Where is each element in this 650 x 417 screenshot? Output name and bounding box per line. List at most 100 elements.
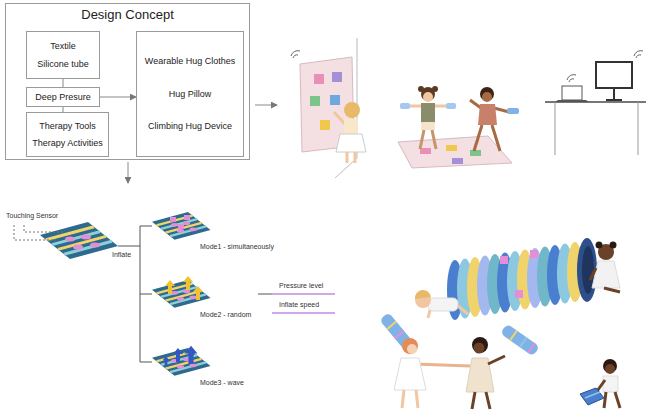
box-text: Hug Pillow [169, 89, 212, 99]
room-scene [421, 122, 435, 130]
box-text: Wearable Hug Clothes [145, 56, 235, 66]
room-scene [418, 86, 424, 92]
annotation-label: Mode1 - simultaneously [200, 243, 274, 251]
room-scene [446, 103, 456, 109]
pillow-scene [379, 312, 416, 353]
mode-mats [185, 346, 198, 364]
mode-mats [165, 280, 175, 294]
pillow-scene [407, 344, 417, 354]
pillow-scene [615, 392, 620, 408]
room-scene [480, 87, 494, 101]
tunnel-scene [596, 242, 603, 249]
tunnel-scene [604, 288, 620, 292]
pillow-scene [603, 376, 618, 392]
pillow-scene [486, 392, 490, 409]
connector [100, 97, 136, 98]
room-scene [432, 130, 436, 149]
room-scene [562, 86, 582, 100]
room-scene [482, 92, 492, 102]
room-scene [314, 74, 324, 84]
pillow-scene [604, 392, 606, 408]
tunnel-scene [415, 290, 431, 299]
annotation-label: Mode2 - random [200, 311, 251, 319]
annotation-label: Touching Sensor [6, 212, 58, 220]
pillow-scene [402, 338, 418, 354]
pillow-scene [528, 343, 535, 353]
mode-mats [152, 212, 335, 376]
group-box: Design ConceptTextileSilicone tubeDeep P… [5, 3, 250, 160]
room-scene [494, 108, 509, 112]
room-scene [567, 75, 576, 82]
room-scene [332, 72, 342, 82]
box-text: Therapy Activities [32, 138, 103, 148]
mode-mats [152, 348, 211, 376]
room-scene [470, 100, 481, 108]
pillow-scene [500, 324, 540, 357]
process-box: Deep Presure [26, 87, 100, 107]
room-scene [606, 99, 622, 101]
sensor-mat [118, 246, 140, 247]
room-scene [354, 152, 357, 163]
pillow-scene [585, 392, 600, 398]
pillow-scene [488, 356, 505, 364]
tunnel-scene [590, 268, 596, 280]
tunnel-scene [592, 261, 620, 288]
mode-mats [183, 276, 193, 290]
process-box: Therapy ToolsTherapy Activities [26, 112, 109, 157]
tunnel-scene [415, 238, 620, 320]
room-scene [507, 108, 519, 114]
mode-mats [178, 224, 184, 229]
mode-mats [152, 212, 211, 240]
mode-mats [193, 286, 203, 300]
pillow-scene [605, 364, 615, 374]
pillow-scene [603, 359, 617, 373]
mode-mats [170, 217, 176, 222]
tunnel-scene [458, 306, 468, 314]
annotation-label: Mode3 - wave [200, 379, 244, 387]
box-text: Therapy Tools [39, 121, 95, 131]
mode-mats [173, 348, 183, 362]
pillow-scene [395, 331, 404, 339]
pillow-scene [379, 312, 620, 409]
pillow-scene [580, 388, 604, 405]
room-scene [555, 102, 556, 155]
room-scene [310, 96, 320, 106]
tunnel-scene [610, 242, 617, 249]
mode-mats [184, 215, 190, 220]
pillow-scene [402, 390, 404, 408]
room-scene [478, 104, 497, 125]
box-text: Deep Presure [35, 92, 91, 102]
room-scene [320, 120, 330, 130]
mode-mats [272, 312, 335, 314]
room-scene [432, 86, 438, 92]
tunnel-scene [428, 310, 430, 318]
box-text: Climbing Hug Device [148, 121, 232, 131]
pillow-scene [387, 321, 396, 329]
room-scene [545, 101, 646, 103]
room-scene [421, 103, 435, 122]
room-scene [492, 125, 500, 151]
pillow-scene [474, 343, 485, 354]
room-scene [446, 145, 457, 151]
mode-mats [152, 280, 211, 308]
room-scene [638, 102, 639, 155]
room-scene [344, 119, 358, 134]
annotation-label: Pressure level [279, 282, 323, 290]
room-scene [474, 125, 482, 151]
room-scene [634, 51, 643, 58]
sensor-mat [24, 225, 64, 232]
room-scene [596, 62, 632, 88]
annotation-label: Inflate speed [279, 301, 319, 309]
room-scene [398, 136, 512, 168]
box-text: Textile [50, 41, 76, 51]
room-scene [420, 130, 424, 149]
sensor-mat [140, 226, 152, 227]
pillow-scene [472, 337, 488, 353]
room-scene [334, 112, 345, 124]
room-scene [291, 51, 300, 58]
room-scene [423, 92, 433, 102]
pillow-scene [500, 324, 540, 357]
